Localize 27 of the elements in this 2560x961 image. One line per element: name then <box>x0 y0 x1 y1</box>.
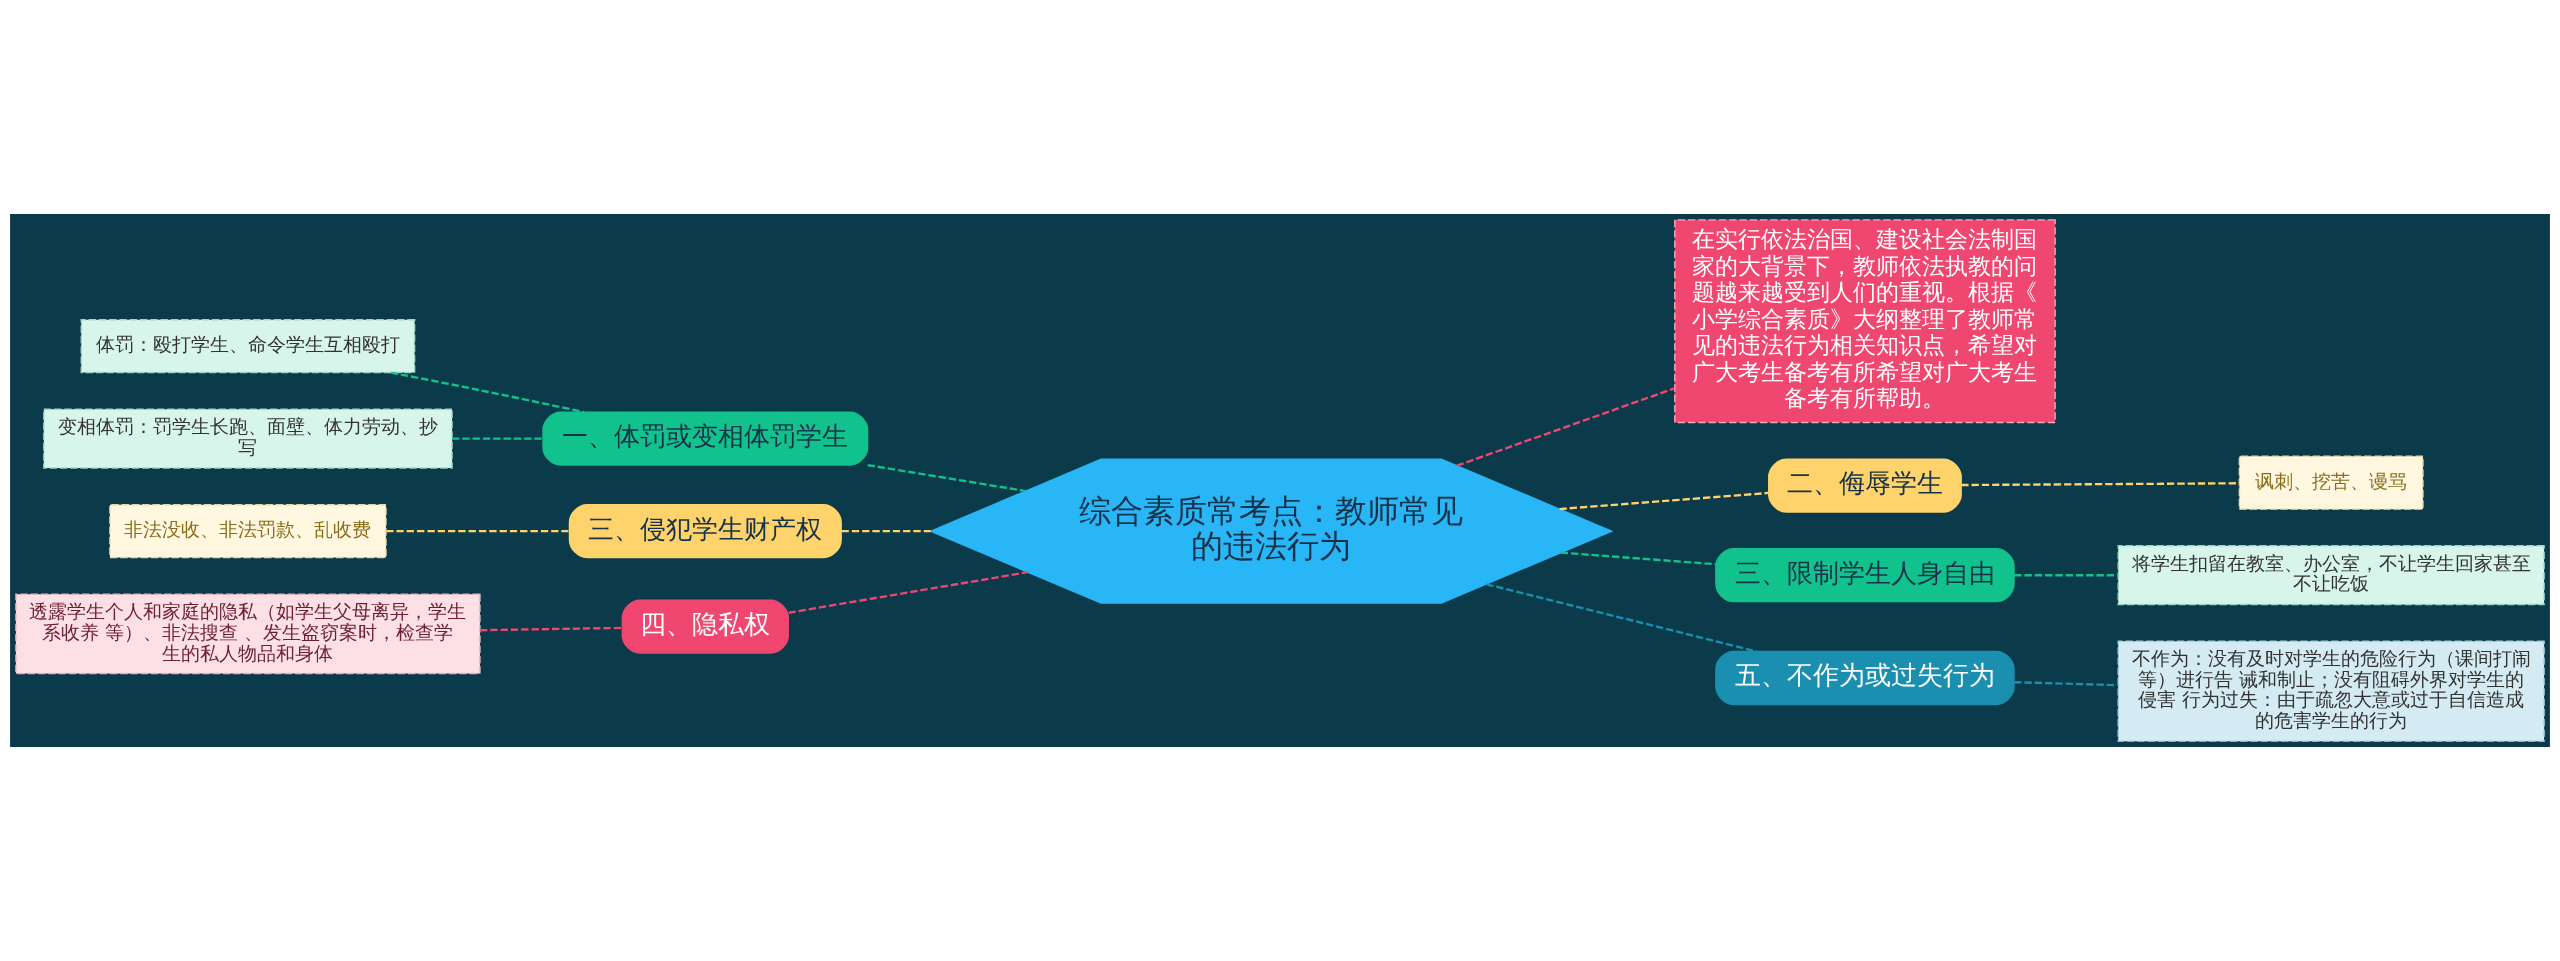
connector <box>2014 574 2119 577</box>
node-box: 讽刺、挖苦、谩骂 <box>2238 455 2424 510</box>
node-box: 体罚：殴打学生、命令学生互相殴打 <box>80 319 416 374</box>
node-box: 透露学生个人和家庭的隐私（如学生父母离异，学生系收养 等）、非法搜查 、发生盗窃案时，检查学生的私人物品和身体 <box>15 593 481 675</box>
connector <box>867 463 1026 493</box>
node-box: 三、限制学生人身自由 <box>1715 548 2015 603</box>
connector <box>1560 551 1716 566</box>
connector <box>2014 681 2119 687</box>
connector <box>841 530 931 533</box>
node-box: 不作为：没有及时对学生的危险行为（课间打闹等）进行告 诫和制止；没有阻碍外界对学生的侵害 行为过失：由于疏忽大意或过于自信造成的危害学生的行为 <box>2117 640 2545 742</box>
connector <box>479 626 622 632</box>
connector <box>788 571 1028 614</box>
node-box: 五、不作为或过失行为 <box>1715 650 2015 706</box>
connector <box>386 530 570 533</box>
connector <box>1456 387 1675 467</box>
node-box: 非法没收、非法罚款、乱收费 <box>109 504 387 559</box>
connector <box>390 371 585 414</box>
connector <box>452 437 543 440</box>
connector <box>1559 491 1769 511</box>
node-box: 四、隐私权 <box>621 599 789 654</box>
node-box: 变相体罚：罚学生长跑、面壁、体力劳动、抄写 <box>43 408 453 469</box>
node-box: 将学生扣留在教室、办公室，不让学生回家甚至不让吃饭 <box>2117 545 2545 606</box>
node-box: 二、侮辱学生 <box>1768 458 1962 513</box>
connector <box>1486 583 1758 653</box>
node-box: 三、侵犯学生财产权 <box>568 504 842 559</box>
node-box: 一、体罚或变相体罚学生 <box>542 411 869 466</box>
node-box: 在实行依法治国、建设社会法制国家的大背景下，教师依法执教的问题越来越受到人们的重视。根据《小学综合素质》大纲整理了教师常见的违法行为相关知识点，希望对广大考生备考有所希望对广大考生备考有所帮助。 <box>1674 219 2056 424</box>
